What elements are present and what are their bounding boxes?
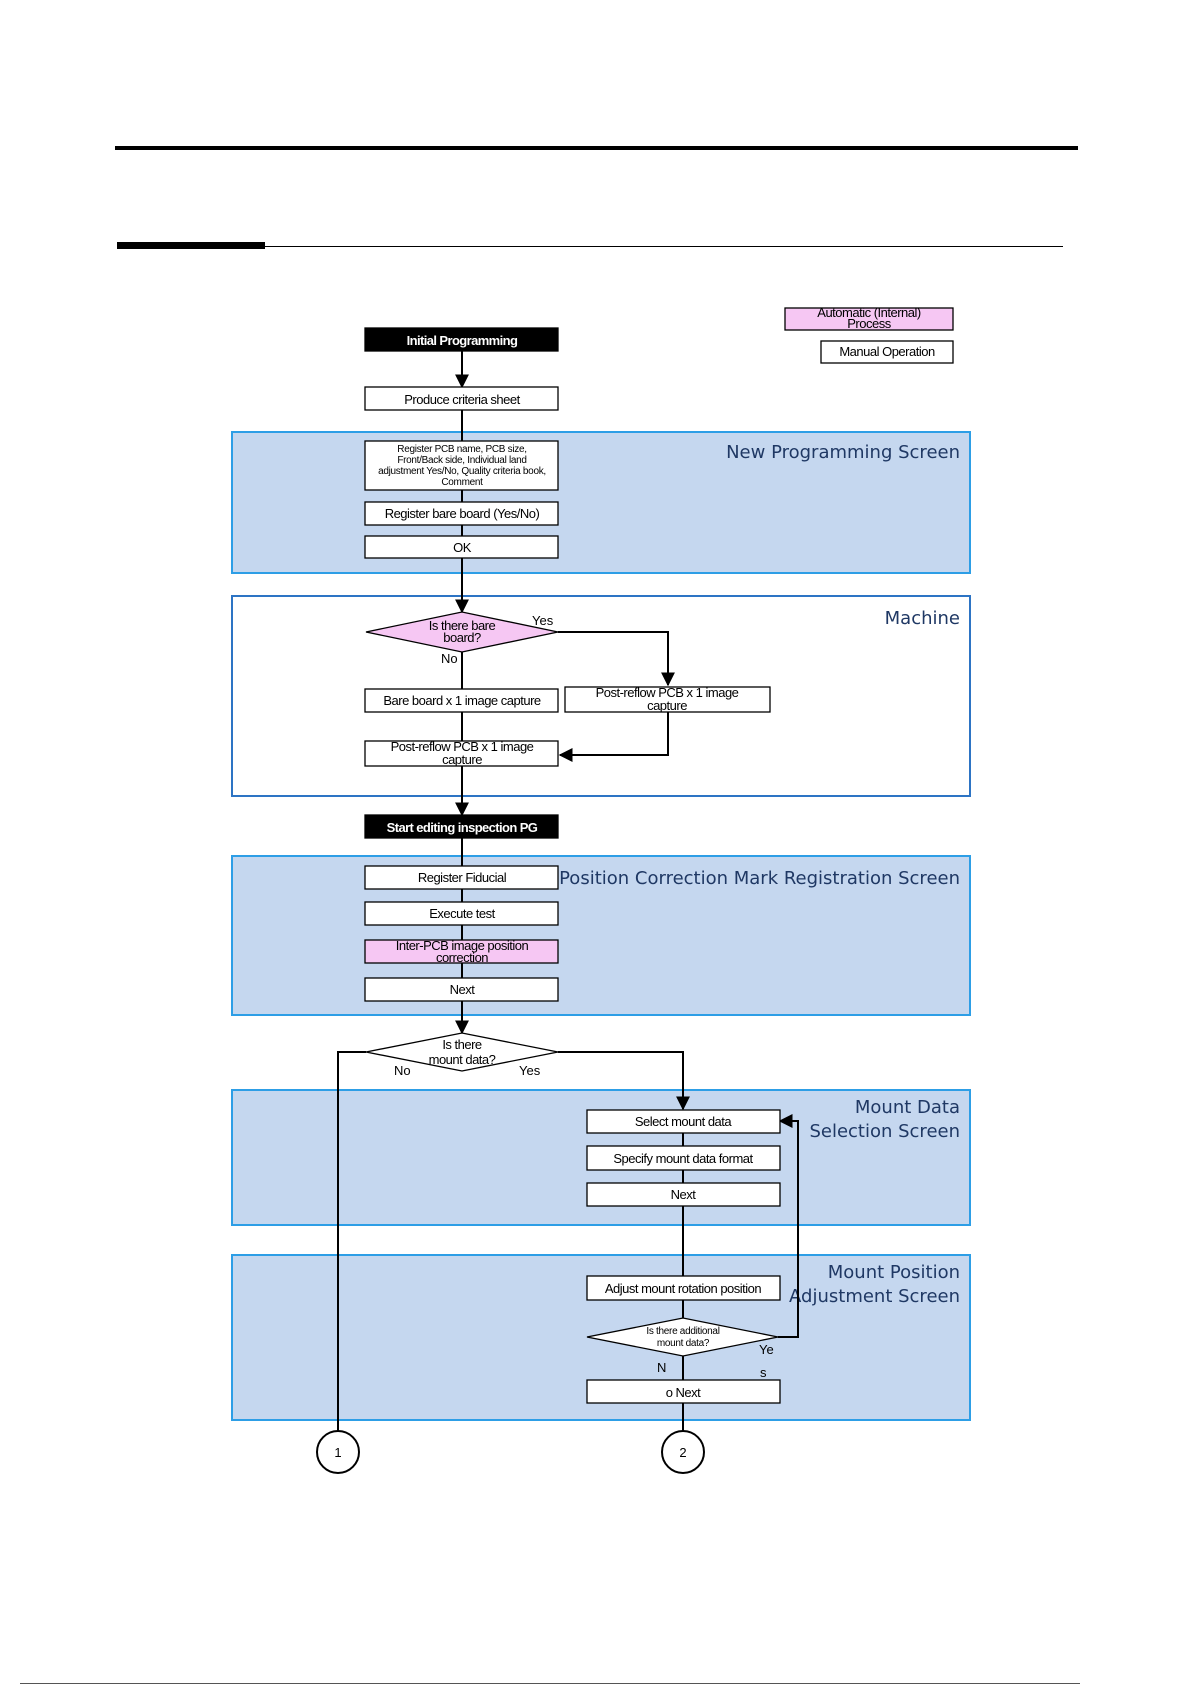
step-next1-box [364,977,559,1002]
connector-2 [661,1430,705,1474]
decision-bare-line1: Is there bare [429,618,496,633]
step-ok: OK [453,540,472,555]
step-inter-pcb-line1: Inter-PCB image position [396,938,529,953]
step-next1: Next [450,982,476,997]
step-initial-programming: Initial Programming [407,333,518,348]
step-select-mount: Select mount data [635,1114,733,1129]
step-register-bare: Register bare board (Yes/No) [385,506,540,521]
step-register-bare-box [364,501,559,526]
region-title-new-programming: New Programming Screen [726,442,960,463]
step-next2-box [586,1182,781,1207]
step-produce-criteria-box [364,386,559,411]
step-register-fiducial: Register Fiducial [418,870,507,885]
legend-automatic-line1: Automatic (Internal) [817,305,921,320]
decision-mount-data [365,1032,559,1072]
step-select-mount-box [586,1109,781,1134]
step-register-pcb-line1: Register PCB name, PCB size, [397,444,526,455]
step-execute-test: Execute test [429,906,495,921]
connector-1 [316,1430,360,1474]
label-n: N [657,1360,666,1375]
region-title-mount-data-2: Selection Screen [809,1121,960,1142]
step-adjust-mount: Adjust mount rotation position [605,1281,762,1296]
legend-automatic-line2: Process [847,316,891,331]
section-rule-thick [117,242,265,249]
step-bare-capture-box [364,688,559,713]
page-header-rule [115,146,1078,150]
step-register-pcb-box [364,440,559,491]
step-post-reflow-left-line2: capture [442,752,482,767]
decision-mount-line1: Is there [442,1037,482,1052]
step-start-editing: Start editing inspection PG [387,820,538,835]
step-register-fiducial-box [364,865,559,890]
label-yes-bare: Yes [532,613,554,628]
step-inter-pcb-box [364,939,559,964]
step-post-reflow-left-line1: Post-reflow PCB x 1 image [391,739,534,754]
region-title-mount-position-2: Adjustment Screen [789,1286,960,1307]
step-register-pcb-line3: adjustment Yes/No, Quality criteria book… [378,466,546,477]
step-o-next: o Next [666,1385,701,1400]
region-position-correction [231,855,971,1016]
label-yes-mount: Yes [519,1063,541,1078]
decision-bare-board [365,611,559,653]
step-post-reflow-left-box [364,740,559,767]
step-specify-mount-box [586,1145,781,1171]
region-new-programming [231,431,971,574]
step-specify-mount: Specify mount data format [613,1151,753,1166]
step-produce-criteria: Produce criteria sheet [404,392,520,407]
region-title-mount-data-1: Mount Data [855,1097,960,1118]
label-s: s [760,1365,767,1380]
step-ok-box [364,535,559,559]
label-no-bare: No [441,651,458,666]
step-post-reflow-right-line1: Post-reflow PCB x 1 image [596,685,739,700]
arrow-post-reflow-return [558,712,669,762]
step-post-reflow-right-box [564,686,771,713]
page-footer-rule [20,1683,1080,1684]
step-post-reflow-right-line2: capture [647,698,687,713]
decision-additional-mount [586,1317,779,1357]
arrow-additional-loop [778,1114,799,1338]
step-register-pcb-line4: Comment [441,477,483,488]
label-no-mount: No [394,1063,411,1078]
region-title-position-correction: Position Correction Mark Registration Sc… [559,868,960,889]
arrow-no-mount [331,1051,366,1447]
section-rule-thin [265,246,1063,247]
connector-2-label: 2 [679,1445,686,1460]
step-register-pcb-line2: Front/Back side, Individual land [397,455,526,466]
step-next2: Next [671,1187,697,1202]
legend-manual-box [820,340,954,364]
decision-additional-line1: Is there additional [646,1326,719,1337]
arrow-yes-mount [558,1051,690,1111]
step-adjust-mount-box [586,1275,781,1301]
label-ye: Ye [759,1342,774,1357]
step-initial-programming-box [364,327,559,352]
decision-additional-line2: mount data? [657,1338,710,1349]
step-o-next-box [586,1379,781,1404]
step-start-editing-box [364,814,559,839]
arrow-yes-bare [558,631,675,687]
decision-mount-line2: mount data? [429,1052,496,1067]
legend-automatic-box [784,307,954,331]
step-bare-capture: Bare board x 1 image capture [383,693,541,708]
legend-manual-text: Manual Operation [839,344,935,359]
connector-1-label: 1 [334,1445,341,1460]
region-title-mount-position-1: Mount Position [828,1262,960,1283]
step-execute-test-box [364,901,559,926]
step-inter-pcb-line2: correction [436,950,488,965]
decision-bare-line2: board? [443,630,481,645]
region-title-machine: Machine [885,608,960,629]
